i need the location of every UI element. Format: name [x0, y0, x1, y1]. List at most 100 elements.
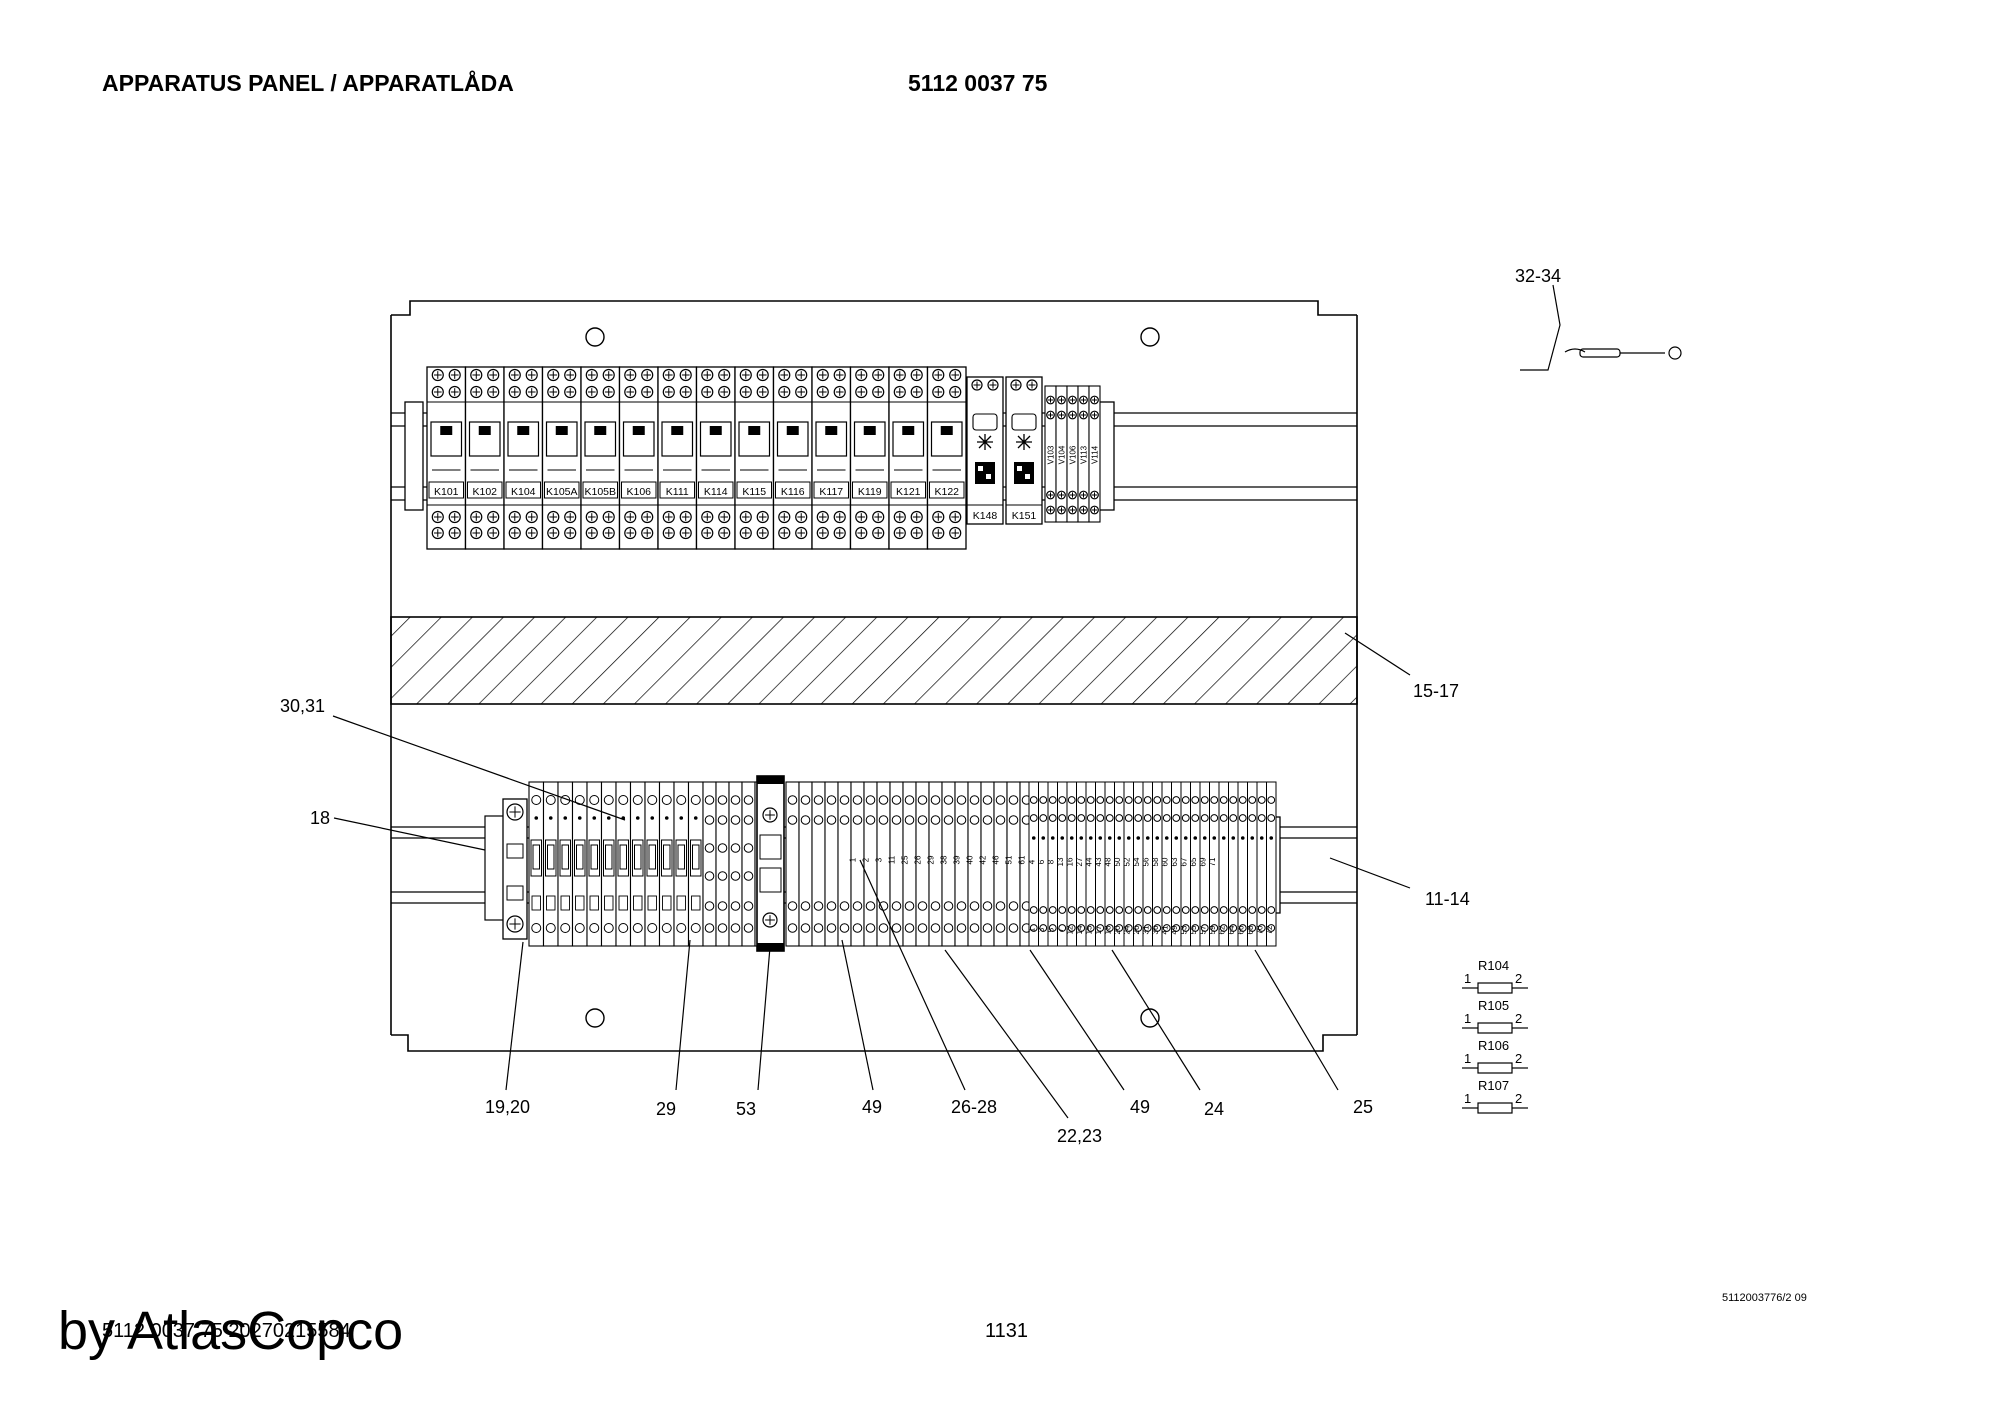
- terminal-block: [1104, 781, 1115, 947]
- callout-24: 24: [1204, 1099, 1224, 1119]
- leader-22-23: [944, 949, 1069, 1119]
- resistor-label: R107: [1478, 1078, 1509, 1093]
- callout-30-31: 30,31: [280, 696, 325, 716]
- terminal-block: [902, 781, 917, 947]
- resistor-label: R104: [1478, 958, 1509, 973]
- terminal-number: 20: [1113, 925, 1122, 934]
- relay-module: K116: [772, 366, 813, 550]
- small-module: V114: [1088, 385, 1101, 523]
- relay-label: K105A: [546, 486, 578, 498]
- terminal-block: [741, 781, 756, 947]
- fuse-terminal: [542, 781, 559, 947]
- terminal-number: 13: [1056, 857, 1065, 866]
- terminal-block: [1006, 781, 1021, 947]
- leader-25: [1254, 949, 1339, 1091]
- leader-15-17: [1344, 632, 1411, 676]
- terminal-block: [702, 781, 717, 947]
- fuse-terminal: [557, 781, 574, 947]
- leader-30-31: [332, 715, 626, 821]
- terminal-number: 26: [1132, 925, 1141, 934]
- resistor-pin1: 1: [1464, 1011, 1471, 1026]
- relay-label: K119: [858, 486, 882, 498]
- terminal-number: 39: [953, 855, 962, 864]
- leader-32-34: [1520, 284, 1561, 371]
- terminal-number: 7: [1056, 927, 1065, 932]
- relay-module: K104: [503, 366, 544, 550]
- resistor-pin2: 2: [1515, 971, 1522, 986]
- relay-label: K114: [704, 486, 728, 498]
- drawing-reference: 5112003776/2 09: [1722, 1292, 1807, 1304]
- callout-53: 53: [736, 1099, 756, 1119]
- small-module-label: V106: [1069, 445, 1078, 464]
- terminal-block: [967, 781, 982, 947]
- terminal-block: [928, 781, 943, 947]
- fuse-terminal: [615, 781, 632, 947]
- fuse-terminal: [571, 781, 588, 947]
- terminal-number: 44: [1085, 857, 1094, 866]
- relay-label: K101: [434, 486, 459, 498]
- terminal-number: 43: [1094, 857, 1103, 866]
- terminal-number: 3: [1037, 927, 1046, 932]
- terminal-number: 64: [1227, 925, 1236, 934]
- terminal-block: [1038, 781, 1049, 947]
- resistor-label: R106: [1478, 1038, 1509, 1053]
- part-number: 5112 0037 75: [908, 70, 1048, 96]
- terminal-number: 24: [1123, 925, 1132, 934]
- terminal-number: 1: [1028, 927, 1037, 932]
- fuse-terminal: [687, 781, 704, 947]
- terminal-block: [980, 781, 995, 947]
- terminal-number: 42: [979, 855, 988, 864]
- fuse-terminal: [644, 781, 661, 947]
- relay-module: K122: [926, 366, 967, 550]
- callout-29: 29: [656, 1099, 676, 1119]
- isolating-terminal: [756, 775, 785, 952]
- relay-label: K111: [666, 486, 689, 498]
- relay-label: K105B: [584, 486, 616, 498]
- terminal-number: 26: [914, 855, 923, 864]
- mounting-hole: [585, 1008, 605, 1028]
- callout-labels: 32-34 15-17 30,31 18 11-14 19,20 29 53 4…: [280, 266, 1561, 1146]
- terminal-number: 36: [1151, 925, 1160, 934]
- callout-18: 18: [310, 808, 330, 828]
- terminal-number: 72: [1265, 925, 1274, 934]
- terminal-number: 11: [888, 855, 897, 864]
- terminal-number: 17: [1094, 925, 1103, 934]
- terminal-block: [1256, 781, 1267, 947]
- terminal-number: 57: [1199, 925, 1208, 934]
- terminal-number: 16: [1066, 857, 1075, 866]
- callout-32-34: 32-34: [1515, 266, 1561, 286]
- watermark: by AtlasCopco: [58, 1301, 404, 1361]
- cable-duct: [390, 616, 1358, 705]
- terminal-block: [715, 781, 730, 947]
- relay-label: K102: [472, 486, 497, 498]
- terminal-number: 38: [940, 855, 949, 864]
- small-module-label: V113: [1080, 445, 1089, 464]
- callout-49a: 49: [862, 1097, 882, 1117]
- terminal-number: 67: [1180, 857, 1189, 866]
- relay-module: K102: [464, 366, 505, 550]
- fuse-terminal: [673, 781, 690, 947]
- terminal-number: 31: [1142, 925, 1151, 934]
- fuse-terminal: [629, 781, 646, 947]
- mounting-holes: [585, 327, 1160, 1028]
- terminal-block: [1247, 781, 1258, 947]
- leader-53: [757, 946, 771, 1091]
- terminal-block: [728, 781, 743, 947]
- relay-label: K122: [934, 486, 959, 498]
- terminal-number: 2: [862, 857, 871, 862]
- terminal-block: [1266, 781, 1277, 947]
- small-module-label: V103: [1047, 445, 1056, 464]
- mounting-hole: [585, 327, 605, 347]
- cable-tie-icon: [1564, 346, 1682, 360]
- terminal-block: [811, 781, 826, 947]
- terminal-block: [1133, 781, 1144, 947]
- leader-lines: [332, 284, 1561, 1119]
- terminal-number: 5: [1047, 927, 1056, 932]
